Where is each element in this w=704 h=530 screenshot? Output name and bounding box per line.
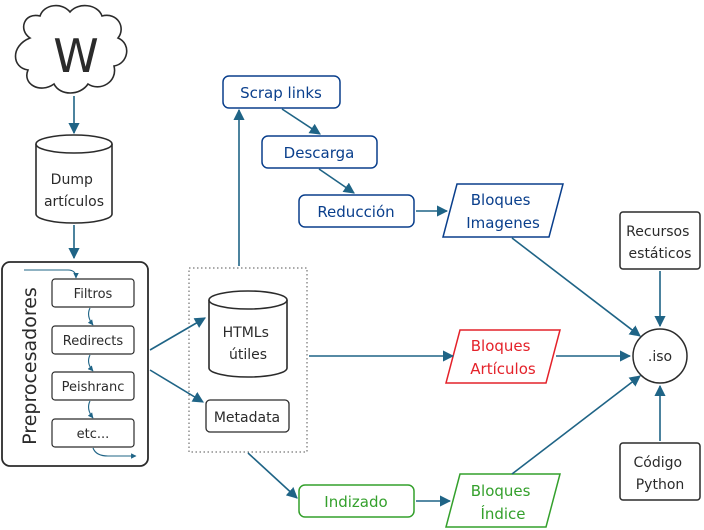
recursos-line1: Recursos [626,224,689,240]
pre-flow-1 [87,307,94,326]
pre-flow-3 [87,400,94,419]
redirects-label: Redirects [63,334,124,349]
pre-flow-out [92,447,137,459]
outputs-group: HTMLs útiles Metadata [188,267,308,453]
etc-label: etc... [77,427,110,442]
iso-node [632,328,688,384]
svg-text:HTMLs útiles: HTMLs útiles [223,325,274,363]
descarga-label: Descarga [284,144,355,162]
edge-outputs-to-indizado [247,452,298,499]
descarga-box [261,135,378,169]
edge-indice-to-iso [511,375,641,475]
pre-flow-2 [87,354,94,372]
filters-label: Filtros [74,287,113,302]
scrap-links-label: Scrap links [240,84,322,102]
redirects-box [51,325,135,355]
svg-text:Dump artículos: Dump artículos [44,172,104,210]
peishranc-label: Peishranc [62,380,125,395]
recursos-box [619,211,701,270]
reduccion-label: Reducción [317,203,394,221]
svg-text:Bloques Índice: Bloques Índice [471,482,536,523]
svg-text:Recursos estáticos: Recursos estáticos [626,224,694,262]
dump-database: Dump artículos [35,134,113,224]
htmls-label-line1: HTMLs [223,325,269,341]
codigo-line1: Código [633,455,682,471]
edge-pre-to-metadata [149,369,204,403]
bloques-articulos-shape [445,329,561,384]
recursos-line2: estáticos [629,246,692,262]
pre-flow-in [24,269,79,279]
bloques-imagenes-shape [442,183,564,238]
svg-text:Bloques Imagenes: Bloques Imagenes [466,191,540,232]
svg-text:Bloques Artículos: Bloques Artículos [470,337,536,378]
htmls-label-line2: útiles [229,347,267,363]
bloques-articulos-line2: Artículos [470,360,536,378]
edge-descarga-to-reduccion [318,168,355,194]
metadata-box [205,399,290,433]
htmls-database: HTMLs útiles [208,290,288,378]
codigo-box [619,442,701,501]
reduccion-box [298,194,415,228]
wikipedia-cloud: W [14,4,128,94]
dump-label-line1: Dump [51,172,93,188]
edge-scrap-to-descarga [281,108,321,135]
filters-box [51,278,135,308]
edge-imagenes-to-iso [511,237,641,337]
bloques-indice-line2: Índice [480,504,525,523]
peishranc-box [51,371,135,401]
bloques-articulos-line1: Bloques [471,337,531,355]
indizado-box [298,484,415,518]
edge-pre-to-htmls [149,317,206,351]
iso-label: .iso [648,349,672,365]
svg-text:Código Python: Código Python [633,455,686,493]
indizado-label: Indizado [324,493,387,511]
scrap-links-box [222,75,341,109]
bloques-imagenes-line1: Bloques [471,191,531,209]
metadata-label: Metadata [214,410,280,426]
bloques-indice-shape [445,473,561,528]
wikipedia-logo-text: W [53,29,98,83]
bloques-imagenes-line2: Imagenes [466,214,540,232]
bloques-indice-line1: Bloques [471,482,531,500]
preprocessors-group: Preprocesadores Filtros Redirects Peishr… [1,261,149,467]
preprocessors-title: Preprocesadores [19,287,41,445]
etc-box [51,418,135,448]
codigo-line2: Python [636,477,685,493]
dump-label-line2: artículos [44,194,104,210]
